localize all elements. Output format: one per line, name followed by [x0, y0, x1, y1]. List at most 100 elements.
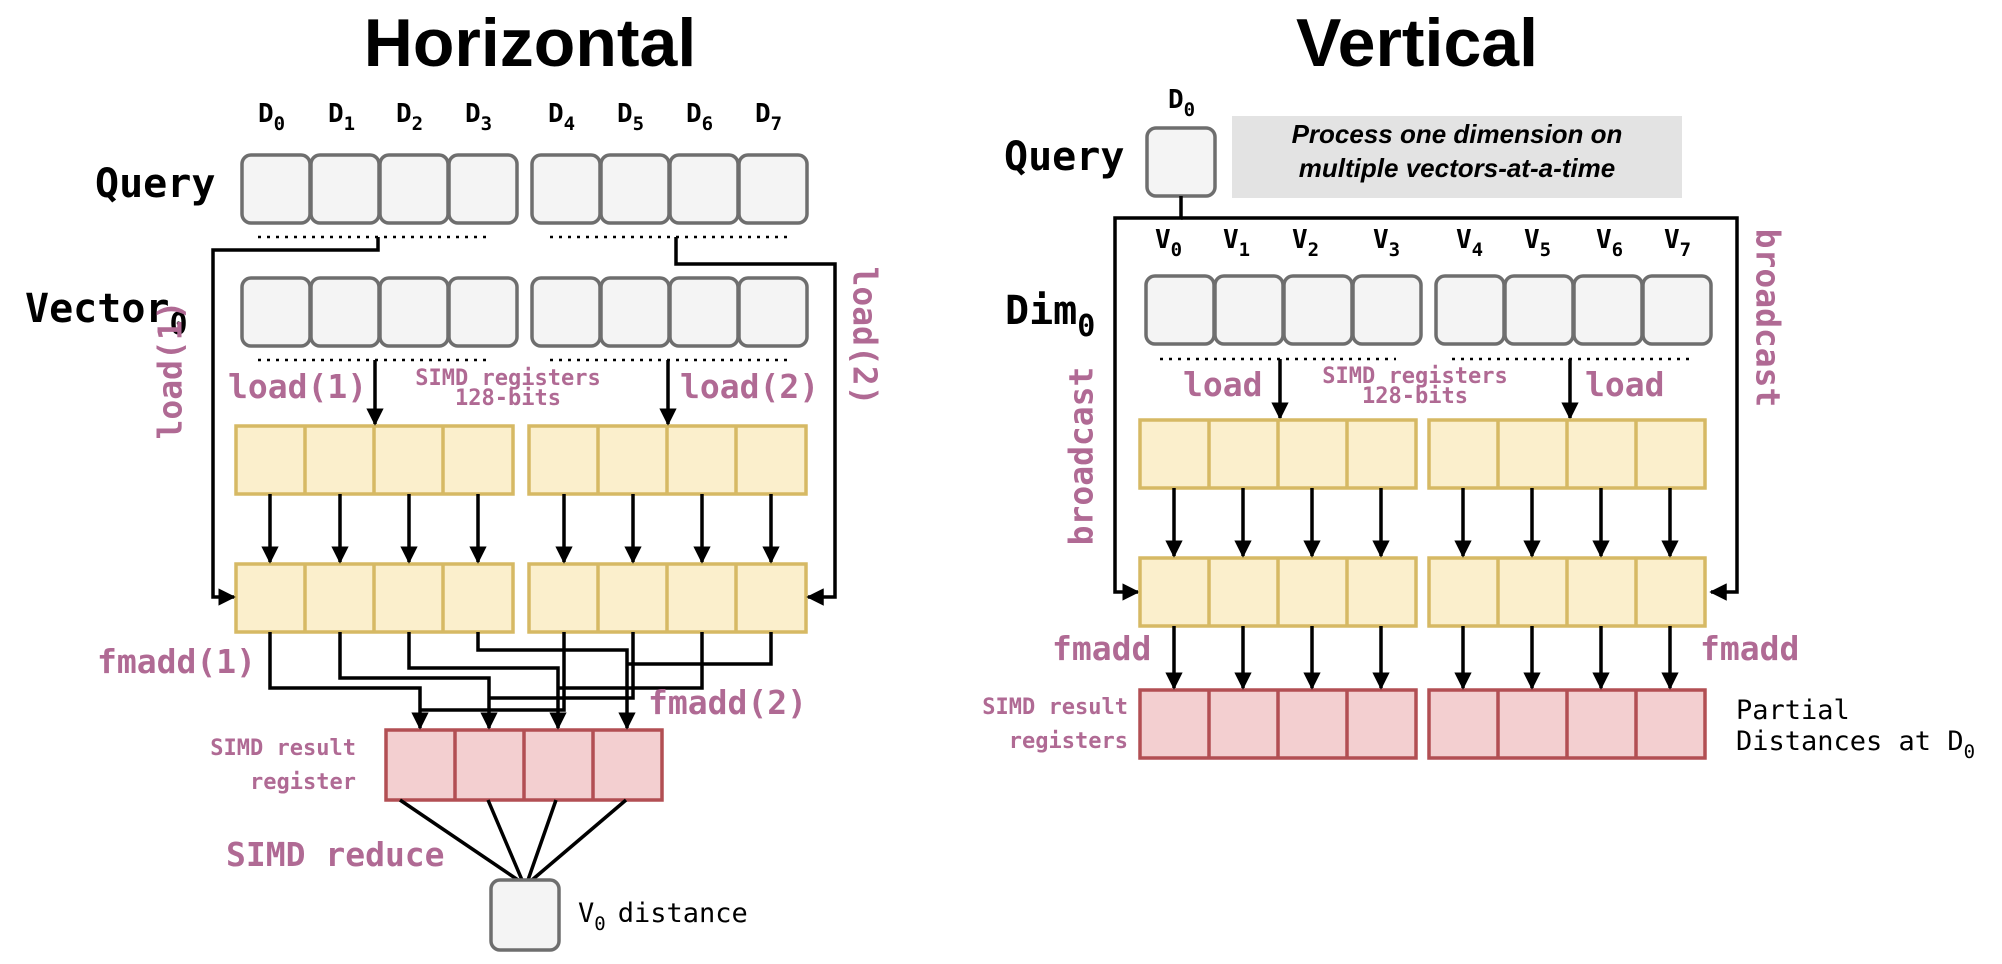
dim-cell: [1213, 274, 1285, 346]
load-right-label: load: [1585, 365, 1664, 404]
dim-cell: [1144, 274, 1216, 346]
horizontal-query-label: Query: [95, 161, 215, 207]
fmadd-wire: [489, 632, 635, 700]
fmadd-wire: [558, 632, 704, 690]
result-registers-label-line1: SIMD result: [982, 695, 1128, 720]
simd-reduce-label: SIMD reduce: [226, 835, 445, 874]
vector-cell: [530, 276, 602, 348]
dim-label-d1: D1: [328, 99, 355, 135]
query-cell: [737, 153, 809, 225]
fmadd-wire: [476, 632, 636, 730]
fmadd2-label: fmadd(2): [648, 683, 807, 722]
horizontal-fmadd-wires: [268, 632, 773, 730]
reduce-line: [486, 799, 524, 881]
fmadd-wire: [407, 632, 567, 730]
fmadd-wire: [268, 632, 429, 730]
horizontal-query-cells: [240, 153, 809, 225]
query-cell: [378, 153, 450, 225]
note-line-2: multiple vectors-at-a-time: [1299, 153, 1615, 183]
vertical-panel: Vertical D0 Query Process one dimension …: [982, 5, 1975, 763]
fmadd-left-label: fmadd: [1052, 629, 1151, 668]
query-dim-label: D0: [1168, 85, 1195, 121]
vector-label-v4: V4: [1456, 225, 1483, 261]
horizontal-vector-cells: [240, 276, 809, 348]
vertical-lane-arrows: [1165, 488, 1679, 690]
vertical-fmadd-registers: [1138, 556, 1707, 628]
reduce-line: [526, 799, 558, 881]
query-cell: [309, 153, 381, 225]
partial-distances-line-1: Partial: [1736, 695, 1850, 726]
dim-label-d3: D3: [465, 99, 492, 135]
fmadd-wire: [627, 632, 773, 666]
load2-vertical-label: load(2): [846, 266, 885, 405]
vertical-vector-labels: V0 V1 V2 V3 V4 V5 V6 V7: [1155, 225, 1691, 261]
load-left-label: load: [1183, 365, 1262, 404]
dim-label-d6: D6: [686, 99, 713, 135]
horizontal-fmadd-registers: [234, 562, 808, 634]
dim-label-d5: D5: [617, 99, 644, 135]
dim-cell: [1351, 274, 1423, 346]
vector-cell: [240, 276, 312, 348]
dim-cell: [1572, 274, 1644, 346]
load2-label: load(2): [680, 367, 819, 406]
simd-registers-bits: 128-bits: [1362, 384, 1468, 409]
load1-query-wire: [211, 237, 380, 606]
vertical-simd-registers: [1138, 418, 1707, 490]
reduce-line: [530, 798, 628, 882]
horizontal-register-arrows: [261, 494, 780, 564]
dim-label-d4: D4: [548, 99, 575, 135]
simd-registers-bits: 128-bits: [455, 386, 561, 411]
vertical-dim-cells: [1144, 274, 1713, 346]
note-box: [1232, 116, 1682, 198]
vector-label-v3: V3: [1373, 225, 1400, 261]
fmadd-right-label: fmadd: [1700, 629, 1799, 668]
vector-cell: [599, 276, 671, 348]
vertical-query-label: Query: [1004, 134, 1124, 180]
horizontal-dim-labels: D0 D1 D2 D3 D4 D5 D6 D7: [258, 99, 782, 135]
dim-label-d7: D7: [755, 99, 782, 135]
distance-cell: [489, 878, 561, 952]
horizontal-vector-label: Vector0: [25, 286, 188, 342]
note-line-1: Process one dimension on: [1292, 119, 1623, 149]
vector-label-v1: V1: [1223, 225, 1250, 261]
broadcast-left-label: broadcast: [1062, 367, 1101, 546]
query-cell: [447, 153, 519, 225]
simd-registers-label: SIMD registers: [1322, 364, 1507, 389]
dim-cell: [1282, 274, 1354, 346]
query-cell: [668, 153, 740, 225]
dim-label-d2: D2: [396, 99, 423, 135]
dim-cell: [1641, 274, 1713, 346]
query-cell: [240, 153, 312, 225]
result-register-label-line1: SIMD result: [210, 736, 356, 761]
vertical-title: Vertical: [1296, 5, 1538, 81]
partial-distances-line-2: Distances at D0: [1736, 726, 1975, 763]
horizontal-simd-registers: [234, 424, 808, 496]
dim-cell: [1503, 274, 1575, 346]
vector-label-v6: V6: [1596, 225, 1623, 261]
vector-cell: [737, 276, 809, 348]
result-register-label-line2: register: [250, 770, 356, 795]
broadcast-left-wire: [1113, 196, 1183, 601]
horizontal-result-register: [384, 728, 664, 802]
dim-label-d0: D0: [258, 99, 285, 135]
vector-cell: [378, 276, 450, 348]
broadcast-right-label: broadcast: [1749, 229, 1788, 408]
load1-vertical-label: load(1): [151, 300, 190, 439]
horizontal-reduce-lines: [399, 798, 628, 882]
simd-registers-label: SIMD registers: [415, 366, 600, 391]
vector-cell: [668, 276, 740, 348]
vector-label-v0: V0: [1155, 225, 1182, 261]
vector-label-v5: V5: [1524, 225, 1551, 261]
vector-cell: [447, 276, 519, 348]
dim-cell: [1434, 274, 1506, 346]
fmadd1-label: fmadd(1): [97, 642, 256, 681]
broadcast-right-wire: [1181, 216, 1739, 601]
reduce-line: [399, 798, 519, 882]
vector-label-v2: V2: [1292, 225, 1319, 261]
dim-label: Dim0: [1005, 288, 1095, 344]
query-cell: [599, 153, 671, 225]
load2-query-wire: [674, 237, 837, 606]
vector-cell: [309, 276, 381, 348]
